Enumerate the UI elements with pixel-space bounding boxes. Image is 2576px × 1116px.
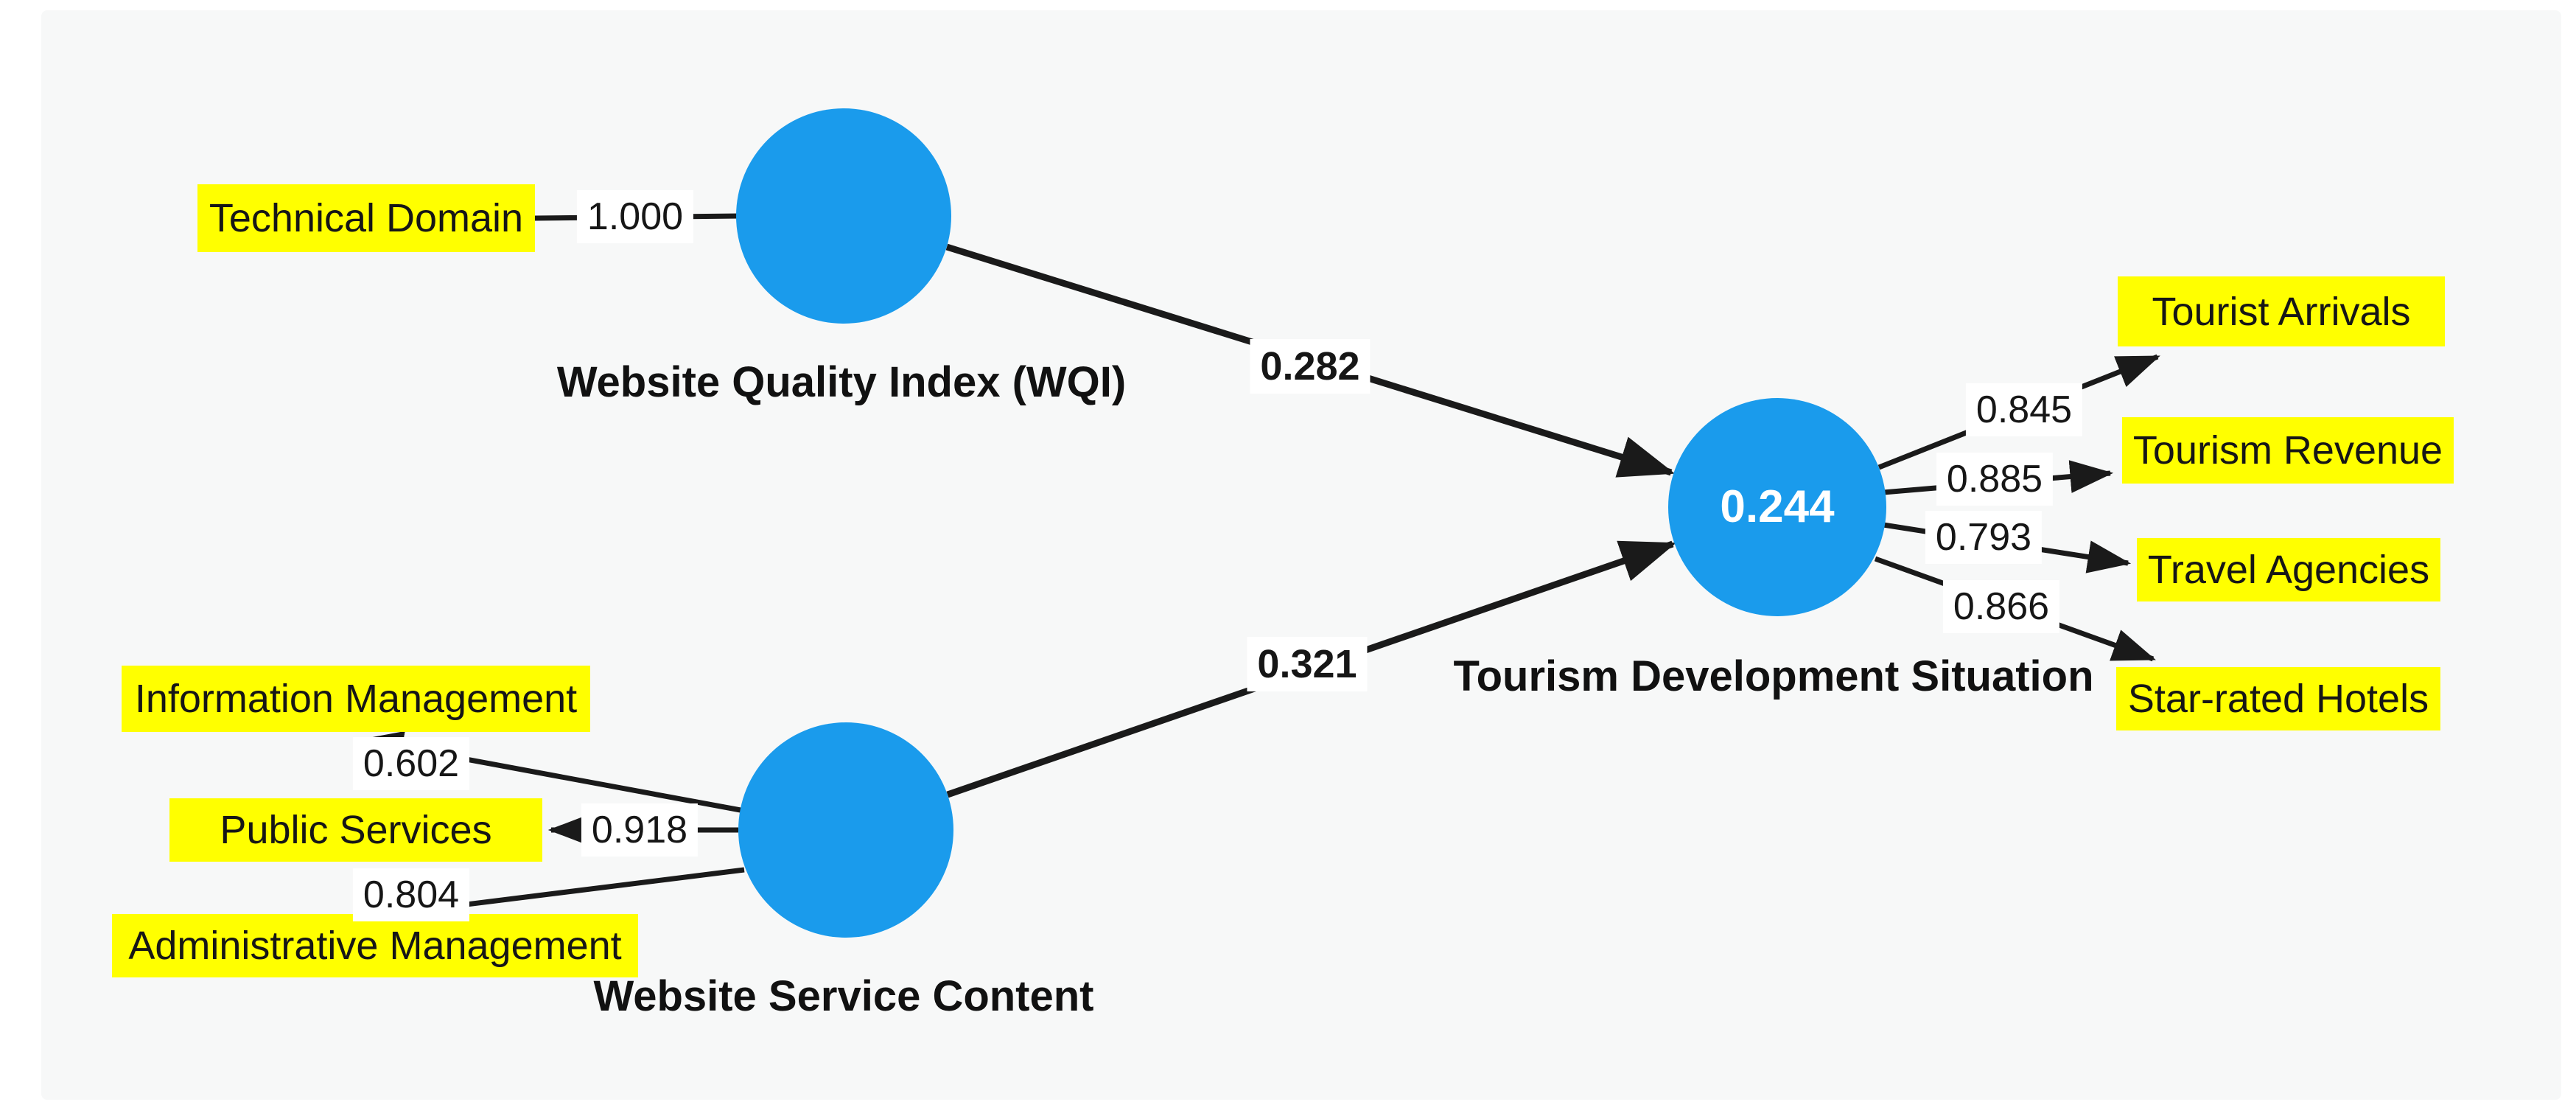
loading-label-tourism-revenue: 0.885	[1936, 453, 2054, 506]
loading-label-public-services: 0.918	[581, 803, 699, 857]
indicator-box-travel-agencies: Travel Agencies	[2137, 538, 2440, 601]
indicator-box-public-services: Public Services	[169, 798, 542, 862]
path-coefficient-wqi-tds: 0.282	[1250, 339, 1371, 394]
construct-node-wsc	[738, 722, 953, 938]
path-coefficient-wsc-tds: 0.321	[1247, 637, 1368, 691]
construct-node-tds	[1668, 398, 1886, 616]
construct-node-wqi	[736, 108, 951, 324]
construct-label-tds: Tourism Development Situation	[1453, 652, 2094, 700]
indicator-box-technical-domain: Technical Domain	[197, 184, 535, 252]
indicator-box-star-rated-hotels: Star-rated Hotels	[2116, 667, 2440, 730]
indicator-box-tourist-arrivals: Tourist Arrivals	[2118, 276, 2445, 346]
construct-label-wqi: Website Quality Index (WQI)	[556, 358, 1127, 406]
r-squared-value-tds: 0.244	[1720, 481, 1835, 532]
loading-label-technical-domain: 1.000	[576, 190, 694, 243]
loading-label-star-rated-hotels: 0.866	[1942, 580, 2060, 633]
loading-label-administrative-management: 0.804	[352, 868, 470, 921]
indicator-box-information-management: Information Management	[122, 666, 590, 732]
loading-label-information-management: 0.602	[352, 737, 470, 790]
indicator-box-administrative-management: Administrative Management	[112, 914, 638, 977]
construct-label-wsc: Website Service Content	[593, 972, 1094, 1020]
loading-label-tourist-arrivals: 0.845	[1965, 383, 2083, 436]
loading-label-travel-agencies: 0.793	[1925, 511, 2043, 564]
indicator-box-tourism-revenue: Tourism Revenue	[2122, 417, 2454, 484]
